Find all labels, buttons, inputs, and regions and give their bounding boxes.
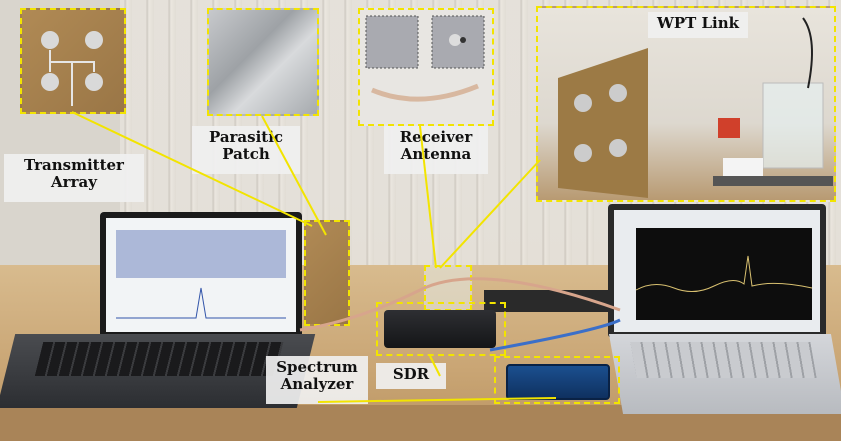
spectrum-display bbox=[635, 228, 813, 320]
wpt-link-photo bbox=[558, 17, 833, 198]
label-line: Analyzer bbox=[280, 375, 354, 393]
pointer-sdr bbox=[429, 355, 441, 377]
spectrum-analyzer-label: Spectrum Analyzer bbox=[266, 356, 368, 404]
label-line: Patch bbox=[222, 145, 270, 163]
left-laptop-screen bbox=[100, 212, 302, 338]
pointer-wpt bbox=[439, 159, 541, 269]
label-line: Array bbox=[51, 173, 97, 191]
label-line: Spectrum bbox=[276, 358, 358, 376]
label-line: Transmitter bbox=[24, 156, 124, 174]
receiver-antenna-inset bbox=[358, 8, 494, 126]
spectrum-analyzer-device bbox=[506, 364, 610, 400]
label-line: Antenna bbox=[400, 145, 472, 163]
transmitter-array-on-table bbox=[304, 220, 350, 326]
transmitter-array-pcb bbox=[41, 31, 103, 106]
spectrum-analyzer-inset bbox=[494, 356, 620, 404]
sdr-label: SDR bbox=[376, 363, 446, 389]
pointer-patch bbox=[261, 115, 327, 236]
label-line: Receiver bbox=[399, 128, 473, 146]
sdr-device bbox=[384, 310, 496, 348]
left-laptop-display bbox=[106, 218, 296, 332]
right-laptop-display bbox=[614, 210, 820, 332]
usb-cable bbox=[489, 318, 621, 352]
label-text: WPT Link bbox=[656, 14, 740, 32]
pointer-spectrum-analyzer bbox=[317, 397, 557, 403]
receiver-antenna-label: Receiver Antenna bbox=[384, 126, 488, 174]
pointer-transmitter bbox=[71, 111, 313, 227]
parasitic-patch-inset bbox=[207, 8, 319, 116]
transmitter-array-inset bbox=[20, 8, 126, 114]
parasitic-patch-label: Parasitic Patch bbox=[192, 126, 300, 174]
sdr-inset bbox=[376, 302, 506, 356]
wpt-link-inset bbox=[536, 6, 836, 202]
transmitter-array-label: Transmitter Array bbox=[4, 154, 144, 202]
label-text: SDR bbox=[392, 365, 430, 383]
waveform-plot bbox=[116, 230, 286, 319]
label-line: Parasitic bbox=[208, 128, 284, 146]
wpt-link-label: WPT Link bbox=[648, 12, 748, 38]
right-laptop-screen bbox=[608, 204, 826, 338]
pointer-receiver bbox=[419, 125, 437, 269]
receiver-antenna-boards bbox=[365, 15, 485, 102]
coax-cable bbox=[299, 277, 621, 332]
